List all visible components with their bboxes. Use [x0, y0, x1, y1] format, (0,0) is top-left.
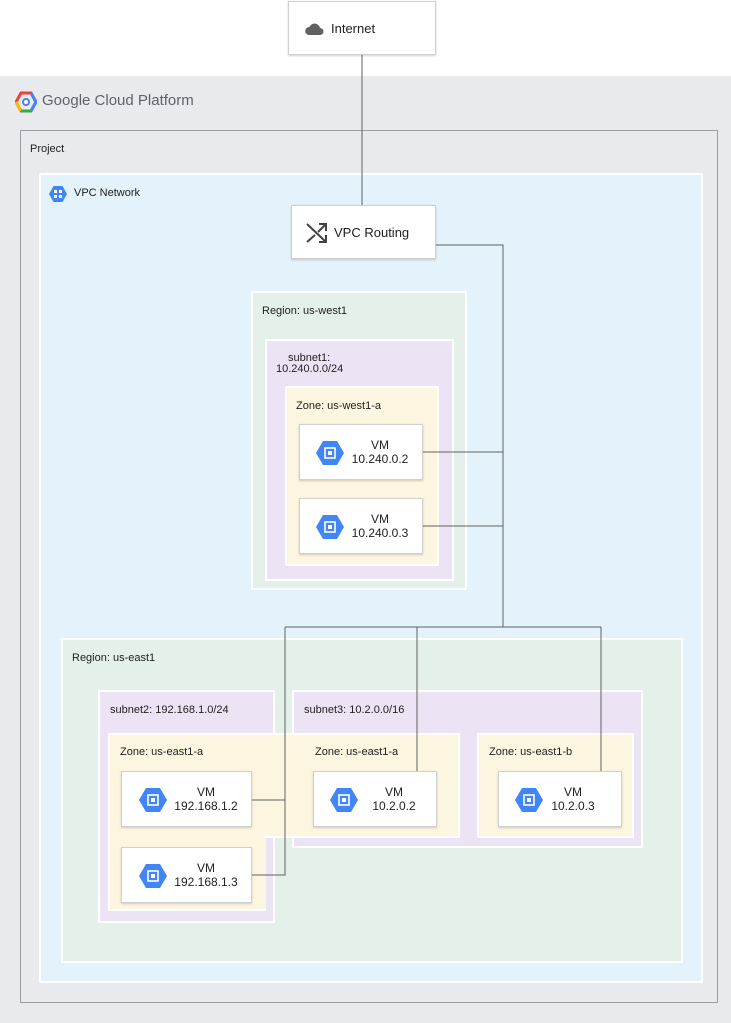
vpc-network-icon	[49, 186, 67, 202]
region-us-east1-label: Region: us-east1	[72, 652, 156, 664]
vm-ip: 10.240.0.3	[351, 526, 409, 540]
subnet3-label: subnet3: 10.2.0.0/16	[304, 704, 405, 716]
compute-engine-icon	[316, 515, 344, 539]
gcp-logo: Google Cloud Platform	[15, 91, 205, 113]
vm-node[interactable]: VM 10.2.0.3	[498, 771, 622, 827]
cloud-icon	[305, 23, 324, 35]
compute-engine-icon	[316, 441, 344, 465]
vpc-routing-node[interactable]: VPC Routing	[291, 205, 436, 259]
vm-name: VM	[371, 512, 389, 526]
vm-ip: 10.2.0.2	[372, 799, 416, 813]
vm-ip: 192.168.1.2	[174, 799, 238, 813]
compute-engine-icon	[139, 864, 167, 888]
subnet1-label-line2: 10.240.0.0/24	[276, 363, 344, 375]
gcp-name-google: Google	[42, 92, 91, 109]
vm-name: VM	[197, 785, 215, 799]
vm-ip: 10.240.0.2	[351, 452, 409, 466]
vm-ip: 10.2.0.3	[551, 799, 595, 813]
compute-engine-icon	[139, 788, 167, 812]
vm-node[interactable]: VM 10.240.0.3	[299, 498, 423, 554]
zone-us-west1-a-label: Zone: us-west1-a	[296, 400, 381, 412]
gcp-name-rest: Cloud Platform	[94, 92, 194, 109]
vpc-network-label: VPC Network	[74, 187, 141, 199]
compute-engine-icon	[515, 788, 543, 812]
vm-ip: 192.168.1.3	[174, 875, 238, 889]
routing-trunk-line	[436, 244, 504, 627]
vm-node[interactable]: VM 10.240.0.2	[299, 424, 423, 480]
subnet1-label-line1: subnet1:	[288, 352, 331, 364]
east-subnet2-link	[252, 627, 286, 876]
zone-us-east1-b-label: Zone: us-east1-b	[489, 746, 573, 758]
internet-label: Internet	[331, 21, 376, 36]
vm-name: VM	[197, 861, 215, 875]
vm-name: VM	[371, 438, 389, 452]
project-label: Project	[30, 143, 65, 155]
vm-name: VM	[564, 785, 582, 799]
vpc-routing-label: VPC Routing	[334, 225, 410, 240]
subnet2-label: subnet2: 192.168.1.0/24	[110, 704, 229, 716]
zone-us-east1-a-label: Zone: us-east1-a	[120, 746, 204, 758]
vm-node[interactable]: VM 192.168.1.2	[121, 771, 252, 827]
compute-engine-icon	[330, 788, 358, 812]
vm-node[interactable]: VM 192.168.1.3	[121, 847, 252, 903]
region-us-west1-label: Region: us-west1	[262, 305, 347, 317]
gcp-hexagon-logo-icon	[15, 91, 37, 113]
shuffle-icon	[306, 223, 327, 243]
vm-node[interactable]: VM 10.2.0.2	[313, 771, 437, 827]
vm-name: VM	[385, 785, 403, 799]
internet-node[interactable]: Internet	[288, 1, 436, 55]
zone-us-east1-a-subnet3-label: Zone: us-east1-a	[315, 746, 399, 758]
